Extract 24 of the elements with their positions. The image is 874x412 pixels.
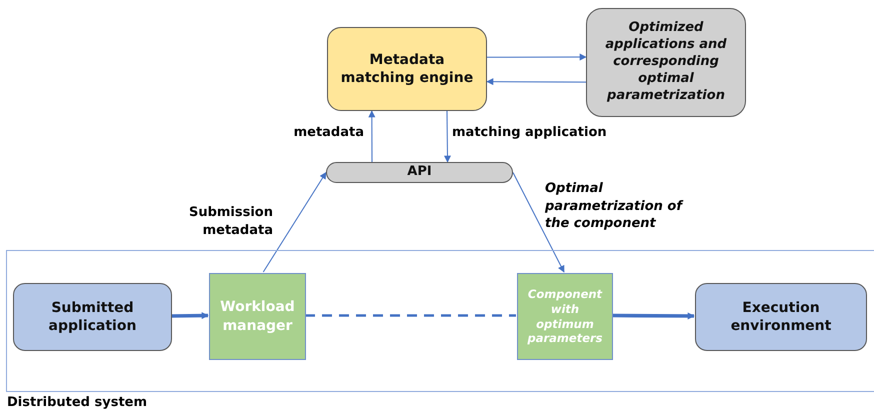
box-label: Workload manager (219, 298, 296, 335)
process-box (517, 273, 613, 360)
box-label: Execution environment (730, 298, 832, 336)
box-label: Optimized applications and corresponding optimal parametrization (604, 20, 728, 105)
arrow (368, 110, 376, 162)
api-bar (326, 162, 513, 183)
arrow (170, 312, 209, 320)
process-box (209, 273, 306, 360)
arrow (262, 172, 326, 272)
box-label: Component with optimum parameters (526, 286, 604, 346)
process-box (586, 8, 746, 117)
box-label: API (406, 164, 433, 181)
box-label: Submitted application (48, 298, 138, 336)
arrow (512, 172, 564, 273)
box-label: Metadata matching engine (340, 50, 474, 88)
group-label: Distributed system (7, 395, 148, 410)
arrow (612, 312, 695, 320)
process-box (13, 283, 172, 351)
arrow (444, 110, 451, 163)
process-box (327, 27, 487, 111)
process-box (695, 283, 867, 351)
connector-line (305, 314, 516, 317)
arrow (486, 78, 586, 86)
arrow (486, 54, 587, 61)
